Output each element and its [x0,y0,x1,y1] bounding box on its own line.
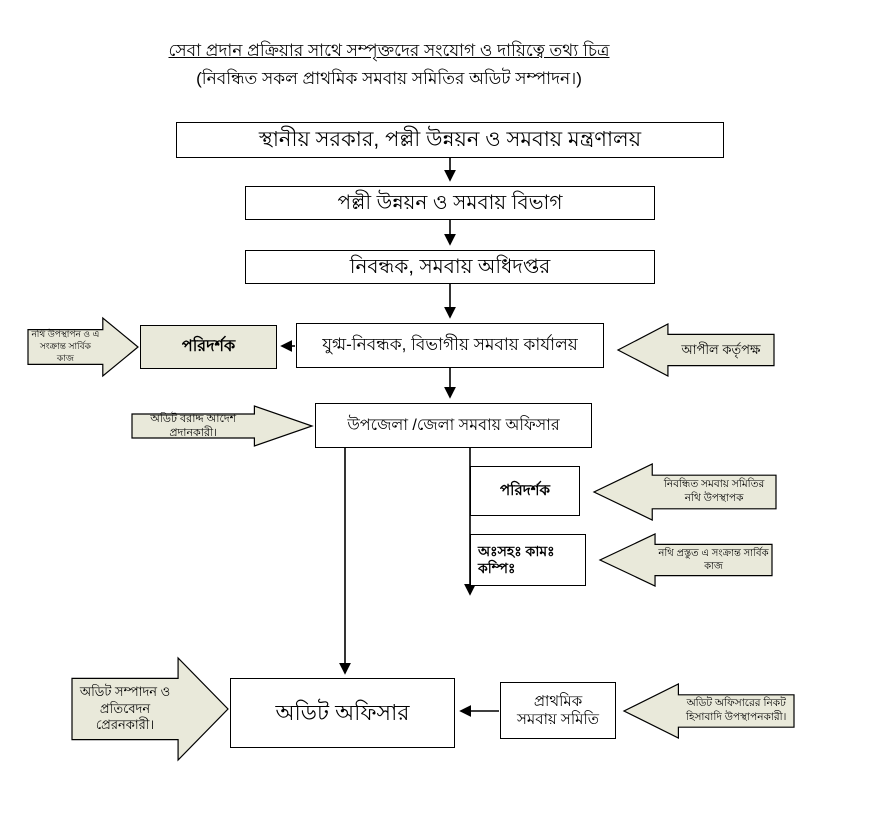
node-ministry-label: স্থানীয় সরকার, পল্লী উন্নয়ন ও সমবায় ম… [258,128,642,152]
node-inspector-right: পরিদর্শক [470,466,580,516]
node-primary-society-line2: সমবায় সমিতি [516,710,599,728]
node-registrar: নিবন্ধক, সমবায় অধিদপ্তর [245,250,655,284]
callout-registered-society-files-label: নিবন্ধিত সমবায় সমিতির নথি উপস্থাপক [663,478,765,504]
node-inspector-right-label: পরিদর্শক [500,482,550,499]
node-upazila-officer: উপজেলা /জেলা সমবায় অফিসার [315,403,592,448]
node-division-label: পল্লী উন্নয়ন ও সমবায় বিভাগ [337,192,563,214]
node-registrar-label: নিবন্ধক, সমবায় অধিদপ্তর [349,256,551,278]
callout-arrow-file-presentation: নথি উপস্থাপন ও এ সংক্রান্ত সার্বিক কাজ [28,318,138,376]
callout-appeal-authority-label: আপীল কর্তৃপক্ষ [681,341,761,357]
node-upazila-officer-label: উপজেলা /জেলা সমবায় অফিসার [347,416,560,434]
node-primary-society-line1: প্রাথমিক [533,692,583,710]
callout-file-presentation-label: নথি উপস্থাপন ও এ সংক্রান্ত সার্বিক কাজ [31,329,100,363]
callout-arrow-appeal-authority: আপীল কর্তৃপক্ষ [618,324,774,376]
right-block-arrow-icon [28,318,138,376]
node-assistant-line1: অঃসহঃ কামঃ [478,543,555,560]
callout-arrow-registered-society-files: নিবন্ধিত সমবায় সমিতির নথি উপস্থাপক [594,464,776,520]
flowchart-subtitle: (নিবন্ধিত সকল প্রাথমিক সমবায় সমিতির অডি… [196,69,582,88]
node-assistant-line2: কম্পিঃ [478,560,516,576]
callout-arrow-audit-allocation: অডিট বরাদ্দ আদেশ প্রদানকারী। [132,406,312,446]
left-block-arrow-icon [618,324,774,376]
node-ministry: স্থানীয় সরকার, পল্লী উন্নয়ন ও সমবায় ম… [176,122,724,158]
callout-arrow-accounts-presentation: অডিট অফিসারের নিকট হিসাবাদি উপস্থাপনকারী… [624,684,794,738]
callout-arrow-file-preparation: নথি প্রস্তুত এ সংক্রান্ত সার্বিক কাজ [600,534,772,586]
callout-audit-allocation-label: অডিট বরাদ্দ আদেশ প্রদানকারী। [150,412,237,439]
flowchart-title: সেবা প্রদান প্রক্রিয়ার সাথে সম্পৃক্তদের… [168,41,610,60]
right-block-arrow-icon [72,658,228,760]
callout-audit-report-label: অডিট সম্পাদন ও প্রতিবেদন প্রেরনকারী। [79,683,171,733]
node-inspector-left: পরিদর্শক [140,325,277,369]
left-block-arrow-icon [624,684,794,738]
left-block-arrow-icon [600,534,772,586]
node-audit-officer-label: অডিট অফিসার [275,699,410,725]
node-assistant: অঃসহঃ কামঃ কম্পিঃ [470,534,586,586]
left-block-arrow-icon [594,464,776,520]
node-audit-officer: অডিট অফিসার [230,678,455,748]
callout-arrow-audit-report: অডিট সম্পাদন ও প্রতিবেদন প্রেরনকারী। [72,658,228,760]
node-joint-registrar-label: যুগ্ম-নিবন্ধক, বিভাগীয় সমবায় কার্যালয় [322,335,578,355]
right-block-arrow-icon [132,406,312,446]
node-joint-registrar: যুগ্ম-নিবন্ধক, বিভাগীয় সমবায় কার্যালয় [296,323,604,368]
node-primary-society: প্রাথমিক সমবায় সমিতি [500,682,616,739]
node-inspector-left-label: পরিদর্শক [181,338,236,356]
node-division: পল্লী উন্নয়ন ও সমবায় বিভাগ [245,186,655,220]
callout-accounts-presentation-label: অডিট অফিসারের নিকট হিসাবাদি উপস্থাপনকারী… [685,697,787,723]
callout-file-preparation-label: নথি প্রস্তুত এ সংক্রান্ত সার্বিক কাজ [658,548,769,572]
